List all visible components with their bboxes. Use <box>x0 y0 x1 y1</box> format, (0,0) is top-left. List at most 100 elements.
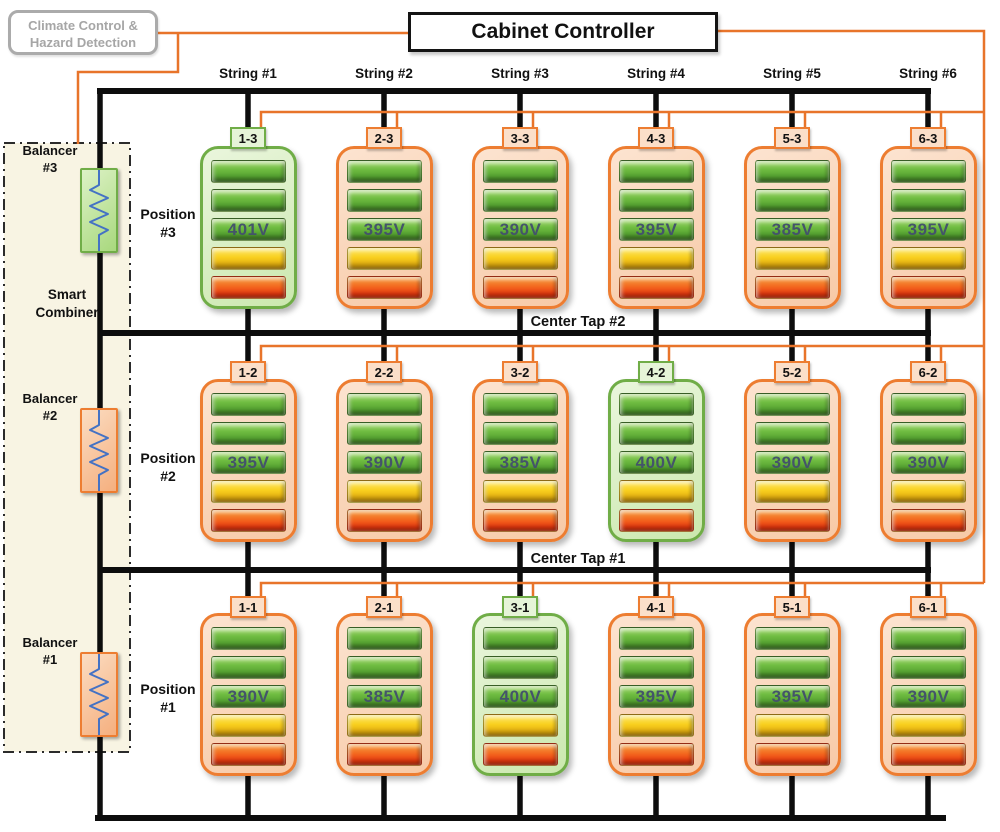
charge-bar <box>755 743 830 766</box>
battery-3-1[interactable]: 400V <box>472 613 569 776</box>
charge-bar-voltage: 395V <box>891 218 966 241</box>
cell-id-tag-5-3: 5-3 <box>774 127 810 149</box>
position-3-label: Position#3 <box>140 206 196 240</box>
charge-bar <box>347 656 422 679</box>
balancer-3-module[interactable] <box>80 168 118 253</box>
battery-5-1[interactable]: 395V <box>744 613 841 776</box>
charge-bar <box>211 160 286 183</box>
charge-bar <box>211 480 286 503</box>
battery-6-1[interactable]: 390V <box>880 613 977 776</box>
position-1-label: Position#1 <box>140 681 196 715</box>
string-label-4: String #4 <box>627 66 685 81</box>
voltage-text: 395V <box>635 686 678 706</box>
charge-bar <box>891 627 966 650</box>
battery-6-3[interactable]: 395V <box>880 146 977 309</box>
battery-1-3[interactable]: 401V <box>200 146 297 309</box>
charge-bar <box>619 509 694 532</box>
voltage-text: 395V <box>635 219 678 239</box>
cell-id-tag-5-2: 5-2 <box>774 361 810 383</box>
battery-2-2[interactable]: 390V <box>336 379 433 542</box>
wire-to-combiner <box>76 33 180 144</box>
charge-bar <box>347 743 422 766</box>
cell-id-tag-6-1: 6-1 <box>910 596 946 618</box>
charge-bar <box>755 714 830 737</box>
battery-4-1[interactable]: 395V <box>608 613 705 776</box>
cell-id-tag-4-1: 4-1 <box>638 596 674 618</box>
charge-bar <box>483 422 558 445</box>
charge-bar <box>211 189 286 212</box>
battery-4-3[interactable]: 395V <box>608 146 705 309</box>
wire-row3-collector <box>259 110 984 128</box>
charge-bar <box>483 393 558 416</box>
balancer-2-module[interactable] <box>80 408 118 493</box>
charge-bar-voltage: 390V <box>211 685 286 708</box>
battery-6-2[interactable]: 390V <box>880 379 977 542</box>
battery-3-3[interactable]: 390V <box>472 146 569 309</box>
battery-2-3[interactable]: 395V <box>336 146 433 309</box>
charge-bar <box>483 714 558 737</box>
battery-1-1[interactable]: 390V <box>200 613 297 776</box>
resistor-zigzag-icon <box>89 170 109 251</box>
wire-row1-collector <box>259 581 984 597</box>
charge-bar <box>891 743 966 766</box>
voltage-text: 400V <box>635 452 678 472</box>
balancer-1-module[interactable] <box>80 652 118 737</box>
wire-controller-right-riser <box>716 29 986 583</box>
charge-bar <box>211 627 286 650</box>
charge-bar <box>483 480 558 503</box>
charge-bar <box>483 627 558 650</box>
battery-2-1[interactable]: 385V <box>336 613 433 776</box>
charge-bar-voltage: 385V <box>483 451 558 474</box>
charge-bar <box>619 247 694 270</box>
charge-bar <box>891 656 966 679</box>
cell-id-tag-6-3: 6-3 <box>910 127 946 149</box>
charge-bar <box>347 393 422 416</box>
balancer-3-label: Balancer#3 <box>22 143 78 175</box>
cabinet-controller-box[interactable]: Cabinet Controller <box>408 12 718 52</box>
charge-bar-voltage: 390V <box>483 218 558 241</box>
voltage-text: 385V <box>363 686 406 706</box>
cell-id-tag-2-3: 2-3 <box>366 127 402 149</box>
charge-bar <box>211 714 286 737</box>
smart-combiner-label: Smart Combiner <box>35 287 99 320</box>
charge-bar <box>891 160 966 183</box>
voltage-text: 400V <box>499 686 542 706</box>
battery-4-2[interactable]: 400V <box>608 379 705 542</box>
charge-bar <box>755 422 830 445</box>
charge-bar <box>211 393 286 416</box>
cell-id-tag-3-3: 3-3 <box>502 127 538 149</box>
charge-bar <box>347 247 422 270</box>
cell-id-tag-6-2: 6-2 <box>910 361 946 383</box>
charge-bar <box>891 480 966 503</box>
charge-bar <box>891 509 966 532</box>
battery-1-2[interactable]: 395V <box>200 379 297 542</box>
charge-bar-voltage: 395V <box>211 451 286 474</box>
charge-bar <box>619 422 694 445</box>
cell-id-tag-4-3: 4-3 <box>638 127 674 149</box>
climate-control-box[interactable]: Climate Control & Hazard Detection <box>8 10 158 55</box>
voltage-text: 395V <box>907 219 950 239</box>
battery-5-3[interactable]: 385V <box>744 146 841 309</box>
voltage-text: 395V <box>227 452 270 472</box>
charge-bar <box>619 656 694 679</box>
charge-bar-voltage: 390V <box>347 451 422 474</box>
battery-3-2[interactable]: 385V <box>472 379 569 542</box>
cell-id-tag-2-1: 2-1 <box>366 596 402 618</box>
charge-bar <box>347 714 422 737</box>
charge-bar <box>891 189 966 212</box>
charge-bar <box>891 393 966 416</box>
string-label-6: String #6 <box>899 66 957 81</box>
balancer-2-label: Balancer#2 <box>22 391 78 423</box>
charge-bar-voltage: 385V <box>755 218 830 241</box>
charge-bar <box>755 627 830 650</box>
voltage-text: 390V <box>907 452 950 472</box>
voltage-text: 401V <box>227 219 270 239</box>
charge-bar-voltage: 395V <box>755 685 830 708</box>
string-label-1: String #1 <box>219 66 277 81</box>
battery-5-2[interactable]: 390V <box>744 379 841 542</box>
charge-bar <box>211 247 286 270</box>
charge-bar <box>619 743 694 766</box>
charge-bar <box>755 480 830 503</box>
string-label-3: String #3 <box>491 66 549 81</box>
